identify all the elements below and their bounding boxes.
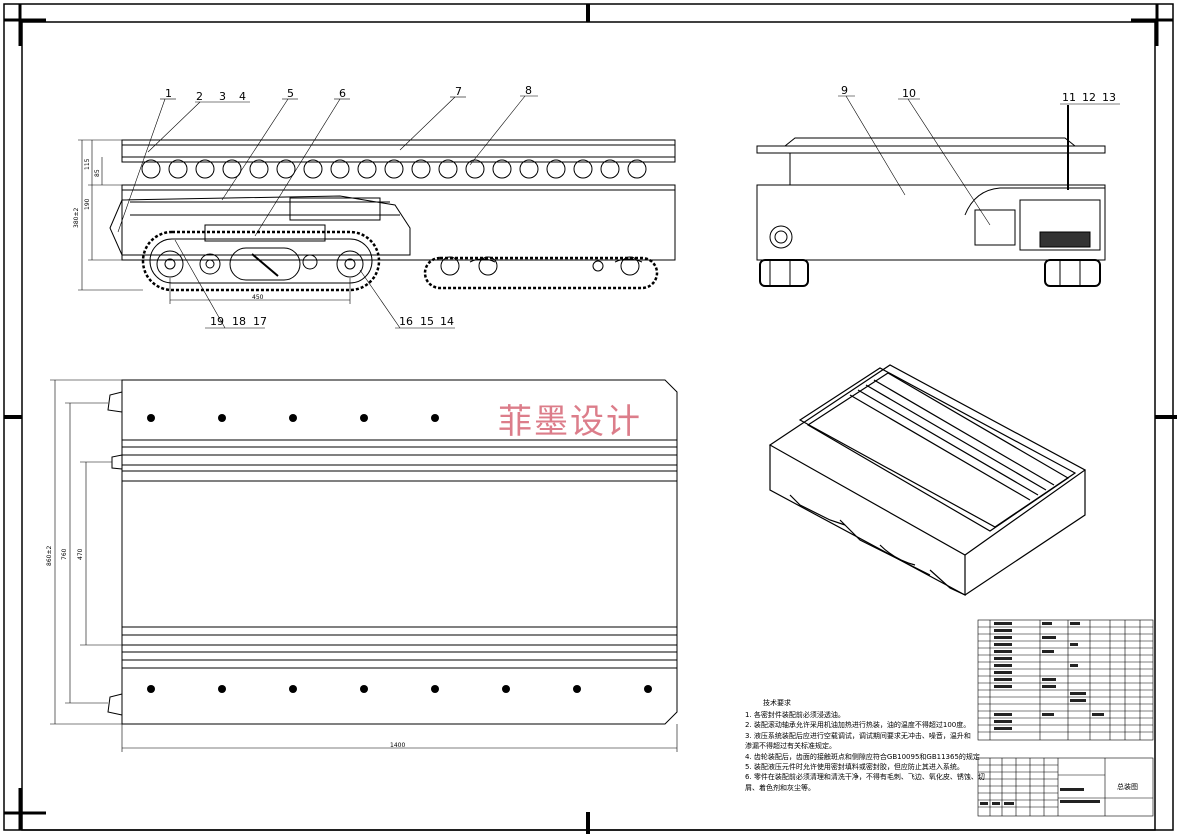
note-line-3: 3. 液压系统装配后应进行空载调试，调试期间要求无冲击、噪音，温升和 — [745, 731, 971, 740]
balloon-18: 18 — [232, 315, 246, 328]
dim-front-height-mid: 85 — [94, 169, 101, 177]
balloon-6: 6 — [339, 87, 346, 100]
left-crawler-track — [141, 230, 381, 292]
note-line-6: 5. 装配液压元件时允许使用密封填料或密封胶，但应防止其进入系统。 — [745, 763, 964, 772]
top-dimensions — [50, 379, 678, 752]
side-view — [756, 95, 1120, 287]
title-block-drawing-name: 总装图 — [1117, 783, 1138, 791]
balloon-1: 1 — [165, 87, 172, 100]
balloon-7: 7 — [455, 85, 462, 98]
front-leaders — [117, 95, 538, 329]
balloon-8: 8 — [525, 84, 532, 97]
balloon-4: 4 — [239, 90, 246, 103]
dim-front-height-lower: 190 — [84, 198, 91, 210]
note-line-4: 渗漏不得超过有关标准规定。 — [745, 742, 836, 751]
dim-top-width-total: 860±2 — [46, 545, 53, 566]
note-line-1: 1. 各密封件装配前必须浸透油。 — [745, 711, 845, 719]
dim-top-length: 1400 — [390, 742, 406, 749]
watermark-text: 菲墨设计 — [498, 402, 642, 442]
technical-requirements-title: 技术要求 — [763, 699, 791, 707]
roller-row — [141, 159, 647, 179]
balloon-14: 14 — [440, 315, 454, 328]
dim-front-height-upper: 115 — [84, 158, 91, 170]
title-block — [977, 757, 1154, 817]
note-line-5: 4. 齿轮装配后，齿面的接触斑点和侧隙应符合GB10095和GB11365的规定 — [745, 752, 980, 761]
bom-filled-cells — [994, 622, 1104, 730]
note-line-8: 屑、着色剂和灰尘等。 — [745, 783, 815, 792]
balloon-15: 15 — [420, 315, 434, 328]
dim-top-width-mid: 760 — [61, 548, 68, 560]
right-crawler-track — [423, 256, 659, 290]
balloon-17: 17 — [253, 315, 267, 328]
balloon-19: 19 — [210, 315, 224, 328]
balloon-12: 12 — [1082, 91, 1096, 104]
isometric-view — [768, 364, 1087, 597]
balloon-13: 13 — [1102, 91, 1116, 104]
front-view — [78, 95, 676, 329]
top-view — [50, 379, 678, 752]
front-dimensions — [78, 139, 351, 304]
balloon-9: 9 — [841, 84, 848, 97]
balloon-2: 2 — [196, 90, 203, 103]
note-line-2: 2. 装配滚动轴承允许采用机油加热进行热装，油的温度不得超过100度。 — [745, 721, 971, 730]
side-leaders — [838, 95, 1120, 226]
note-line-7: 6. 零件在装配前必须清理和清洗干净，不得有毛刺、飞边、氧化皮、锈蚀、切 — [745, 773, 985, 782]
sheet-border — [3, 3, 1177, 834]
bolt-holes — [147, 414, 652, 693]
balloon-5: 5 — [287, 87, 294, 100]
balloon-16: 16 — [399, 315, 413, 328]
dim-front-track-span: 450 — [252, 294, 264, 301]
dim-front-height-total: 380±2 — [73, 207, 80, 228]
balloon-11: 11 — [1062, 91, 1076, 104]
balloon-3: 3 — [219, 90, 226, 103]
dim-top-width-inner: 470 — [77, 548, 84, 560]
technical-requirements-notes: 1. 各密封件装配前必须浸透油。 2. 装配滚动轴承允许采用机油加热进行热装，油… — [745, 710, 985, 793]
balloon-10: 10 — [902, 87, 916, 100]
bom-table — [977, 619, 1154, 741]
